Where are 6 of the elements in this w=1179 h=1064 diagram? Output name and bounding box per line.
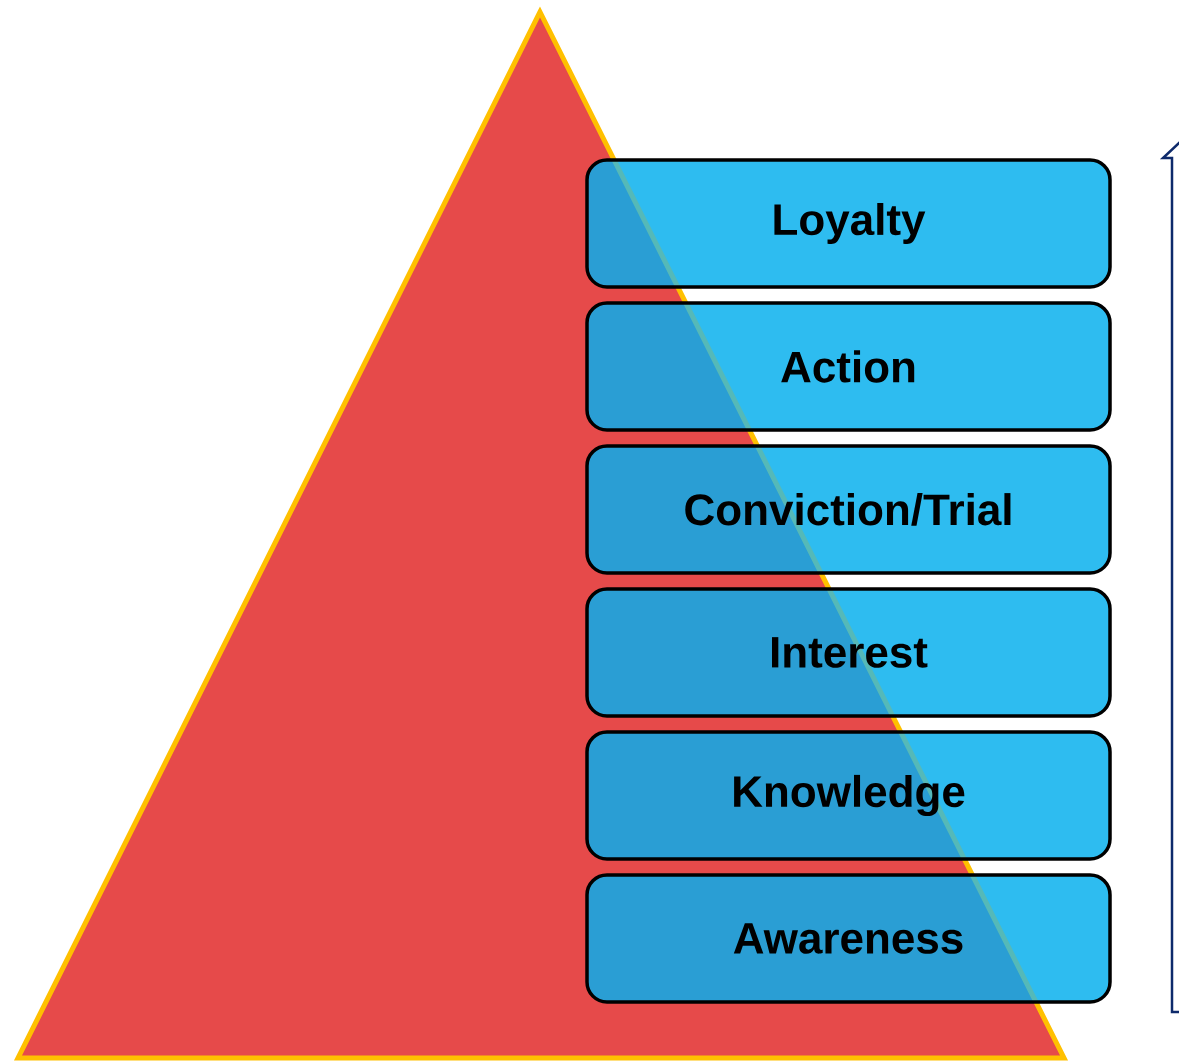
stage-box: Interest	[585, 587, 1112, 718]
stage-box: Conviction/Trial	[585, 444, 1112, 575]
stage-box: Loyalty	[585, 158, 1112, 289]
stage-box: Awareness	[585, 873, 1112, 1004]
stage-box: Action	[585, 301, 1112, 432]
stage-box: Knowledge	[585, 730, 1112, 861]
